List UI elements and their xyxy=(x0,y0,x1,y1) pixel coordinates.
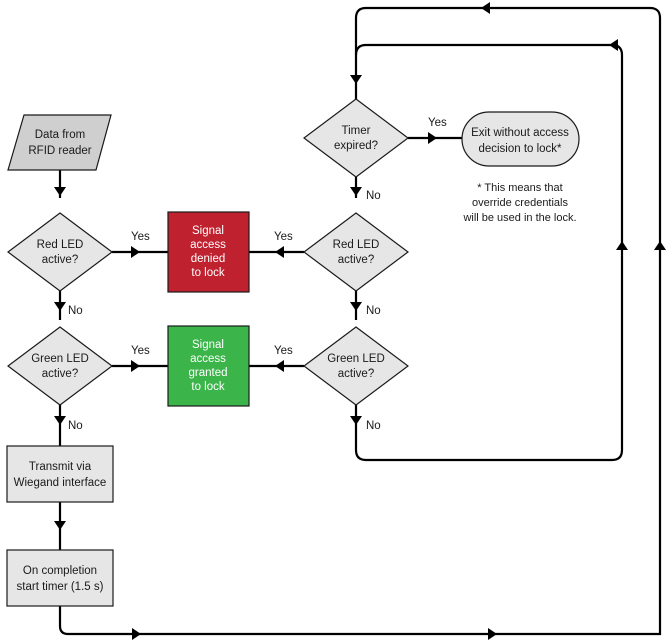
red-led-right-diamond xyxy=(303,212,409,292)
arrowhead xyxy=(350,416,362,425)
arrowhead xyxy=(275,246,284,258)
signal-granted-box xyxy=(167,325,250,407)
timer-label-line-1: Timer xyxy=(342,125,371,137)
footnote-line-1: * This means that xyxy=(477,182,562,194)
edge-completion-loop-to-timer xyxy=(58,6,662,636)
label-yes-red-right: Yes xyxy=(274,231,293,243)
signal-granted-line-1: Signal xyxy=(192,339,224,351)
red-led-left-label-line-2: active? xyxy=(42,254,78,266)
arrowhead xyxy=(54,416,66,425)
signal-denied-line-3: denied xyxy=(191,253,226,265)
transmit-label-line-2: Wiegand interface xyxy=(14,477,107,489)
node-rfid-reader: Data from RFID reader xyxy=(7,114,112,171)
arrowhead xyxy=(54,521,66,530)
node-completion: On completion start timer (1.5 s) xyxy=(6,549,114,607)
arrowhead xyxy=(350,302,362,311)
red-led-right-label-line-2: active? xyxy=(338,254,374,266)
transmit-box xyxy=(6,445,114,503)
arrowhead xyxy=(132,628,141,640)
signal-denied-line-1: Signal xyxy=(192,225,224,237)
label-yes-green-left: Yes xyxy=(131,345,150,357)
arrowhead xyxy=(481,2,490,14)
node-transmit: Transmit via Wiegand interface xyxy=(6,445,114,503)
completion-box xyxy=(6,549,114,607)
node-signal-denied: Signal access denied to lock xyxy=(167,211,250,293)
connectors xyxy=(54,2,666,640)
node-red-led-right: Red LED active? xyxy=(303,212,409,292)
rfid-label-line-1: Data from xyxy=(35,129,86,141)
label-no-green-right: No xyxy=(366,420,381,432)
label-no-red-left: No xyxy=(68,305,83,317)
timer-diamond xyxy=(303,98,409,178)
green-led-right-label-line-2: active? xyxy=(338,368,374,380)
arrowhead xyxy=(428,132,437,144)
signal-denied-line-2: access xyxy=(190,239,226,251)
arrowhead xyxy=(350,75,362,84)
node-timer: Timer expired? xyxy=(303,98,409,178)
label-yes-green-right: Yes xyxy=(274,345,293,357)
node-red-led-left: Red LED active? xyxy=(7,212,113,292)
arrowhead xyxy=(609,39,618,51)
green-led-left-diamond xyxy=(7,326,113,406)
signal-granted-line-3: granted xyxy=(188,367,227,379)
label-no-timer: No xyxy=(366,190,381,202)
label-no-green-left: No xyxy=(68,420,83,432)
signal-granted-line-4: to lock xyxy=(191,381,224,393)
node-exit: Exit without access decision to lock* xyxy=(461,111,580,167)
red-led-right-label-line-1: Red LED xyxy=(333,239,380,251)
green-led-left-label-line-2: active? xyxy=(42,368,78,380)
label-no-red-right: No xyxy=(366,305,381,317)
red-led-left-diamond xyxy=(7,212,113,292)
arrowhead xyxy=(131,360,140,372)
node-green-led-left: Green LED active? xyxy=(7,326,113,406)
edge-greenled-no-loop xyxy=(354,43,624,462)
label-yes-timer: Yes xyxy=(428,117,447,129)
exit-label-line-2: decision to lock* xyxy=(478,143,562,155)
arrowhead xyxy=(275,360,284,372)
exit-label-line-1: Exit without access xyxy=(471,127,569,139)
rfid-label-line-2: RFID reader xyxy=(28,145,91,157)
exit-terminal xyxy=(461,111,580,167)
footnote-line-3: will be used in the lock. xyxy=(462,212,576,224)
footnote-line-2: override credentials xyxy=(472,197,568,209)
arrowhead xyxy=(54,302,66,311)
green-led-left-label-line-1: Green LED xyxy=(31,353,89,365)
node-green-led-right: Green LED active? xyxy=(303,326,409,406)
label-yes-red-left: Yes xyxy=(131,231,150,243)
green-led-right-label-line-1: Green LED xyxy=(327,353,385,365)
signal-granted-line-2: access xyxy=(190,353,226,365)
edge-labels: Yes Yes Yes Yes Yes No No No No No xyxy=(68,117,447,432)
arrowhead xyxy=(350,187,362,196)
arrowhead xyxy=(654,241,666,250)
transmit-label-line-1: Transmit via xyxy=(29,461,92,473)
arrowhead xyxy=(616,241,628,250)
signal-denied-box xyxy=(167,211,250,293)
timer-label-line-2: expired? xyxy=(334,140,378,152)
arrowhead xyxy=(131,246,140,258)
signal-denied-line-4: to lock xyxy=(191,267,224,279)
footnote: * This means that override credentials w… xyxy=(462,182,576,224)
arrowhead xyxy=(54,187,66,196)
completion-label-line-2: start timer (1.5 s) xyxy=(17,581,104,593)
green-led-right-diamond xyxy=(303,326,409,406)
arrowhead xyxy=(488,628,497,640)
node-signal-granted: Signal access granted to lock xyxy=(167,325,250,407)
rfid-parallelogram-shape xyxy=(7,114,112,171)
completion-label-line-1: On completion xyxy=(23,565,97,577)
red-led-left-label-line-1: Red LED xyxy=(37,239,84,251)
